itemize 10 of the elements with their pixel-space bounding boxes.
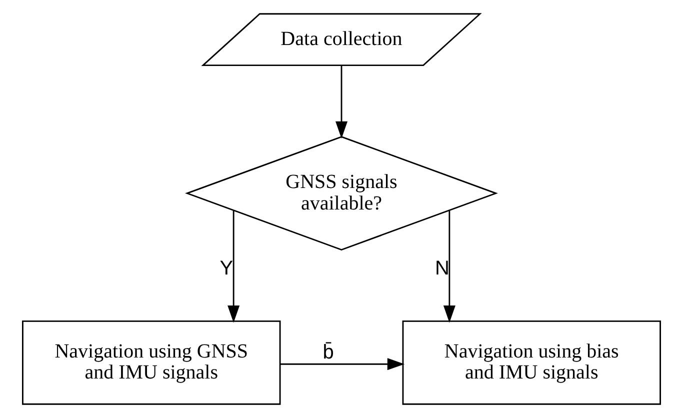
edge-label: N [435,258,450,280]
arrow [280,358,405,370]
arrow [228,210,240,323]
arrow [443,210,456,323]
node-box: Navigation using GNSS and IMU signals [22,320,281,405]
edge-label: b̄ [322,342,334,364]
node-box: Navigation using bias and IMU signals [402,320,661,405]
node-diamond: GNSS signals available? [185,136,498,250]
edge-label: Y [220,258,234,280]
arrow [335,66,348,139]
